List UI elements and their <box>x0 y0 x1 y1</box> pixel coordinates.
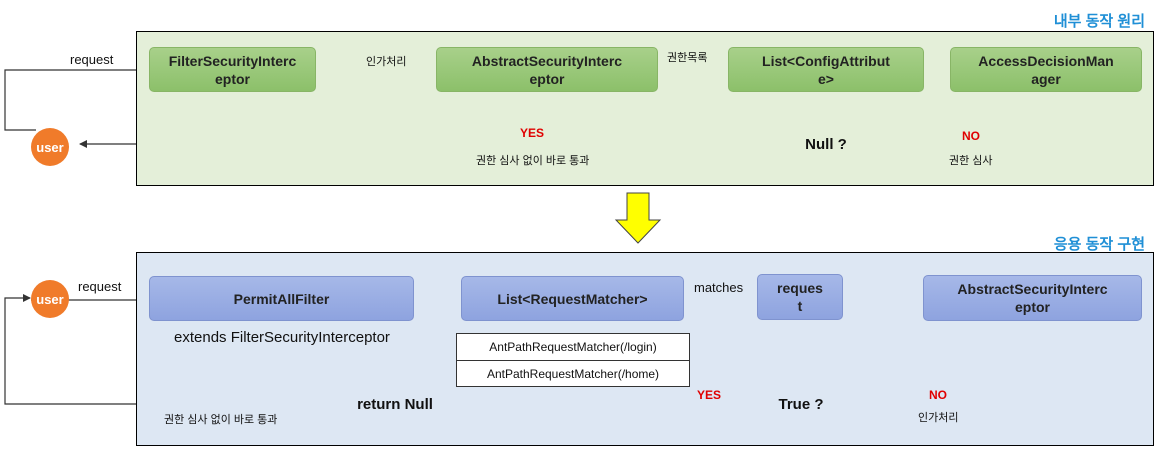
true-decision-label: True ? <box>778 396 824 413</box>
top-user-label: user <box>36 139 64 155</box>
bottom-request-label: request <box>78 279 122 294</box>
permit-all-filter-box: PermitAllFilter <box>149 276 414 321</box>
bottom-user-circle: user <box>31 280 69 318</box>
access-decision-manager-box: AccessDecisionMan ager <box>950 47 1142 92</box>
top-section-title: 내부 동작 원리 <box>1053 13 1145 30</box>
top-no-label: NO <box>962 129 980 143</box>
config-attribute-list-label: List<ConfigAttribut e> <box>762 52 890 87</box>
top-inga-label: 인가처리 <box>366 56 407 68</box>
bottom-section-title: 응용 동작 구현 <box>1053 236 1145 253</box>
matcher-login: AntPathRequestMatcher(/login) <box>489 340 657 354</box>
return-null-label: return Null <box>357 396 433 413</box>
bottom-no-description: 인가처리 <box>918 412 959 424</box>
top-yes-label: YES <box>520 126 545 140</box>
abstract-security-interceptor-box: AbstractSecurityInterc eptor <box>436 47 658 92</box>
abstract-security-interceptor-label: AbstractSecurityInterc eptor <box>471 52 623 87</box>
top-user-circle: user <box>31 128 69 166</box>
request-box: reques t <box>757 274 843 320</box>
filter-security-interceptor-label: FilterSecurityInterc eptor <box>168 52 297 87</box>
top-request-line <box>4 66 149 131</box>
access-decision-manager-label: AccessDecisionMan ager <box>978 52 1114 87</box>
bottom-user-label: user <box>36 291 64 307</box>
bottom-yes-label: YES <box>697 388 722 402</box>
top-null-decision-label: Null ? <box>805 136 847 153</box>
permit-all-filter-label: PermitAllFilter <box>233 290 330 307</box>
abstract-security-interceptor-target-label: AbstractSecurityInterc eptor <box>957 281 1108 315</box>
top-permission-list-label: 권한목록 <box>667 52 708 64</box>
abstract-security-interceptor-target-box: AbstractSecurityInterc eptor <box>923 275 1142 321</box>
request-box-label: reques t <box>777 280 823 314</box>
top-yes-description: 권한 심사 없이 바로 통과 <box>476 155 590 167</box>
bottom-yes-description: 권한 심사 없이 바로 통과 <box>164 414 278 426</box>
request-matcher-list-label: List<RequestMatcher> <box>497 290 648 307</box>
filter-security-interceptor-box: FilterSecurityInterc eptor <box>149 47 316 92</box>
extends-note: extends FilterSecurityInterceptor <box>174 329 390 346</box>
down-arrow <box>614 192 662 244</box>
request-matcher-list-box: List<RequestMatcher> <box>461 276 684 321</box>
matcher-home: AntPathRequestMatcher(/home) <box>457 360 689 386</box>
matches-label: matches <box>694 280 744 295</box>
bottom-no-label: NO <box>929 388 947 402</box>
top-no-description: 권한 심사 <box>949 155 993 167</box>
matcher-table: AntPathRequestMatcher(/login) AntPathReq… <box>456 333 690 387</box>
config-attribute-list-box: List<ConfigAttribut e> <box>728 47 924 92</box>
top-request-label: request <box>70 52 114 67</box>
